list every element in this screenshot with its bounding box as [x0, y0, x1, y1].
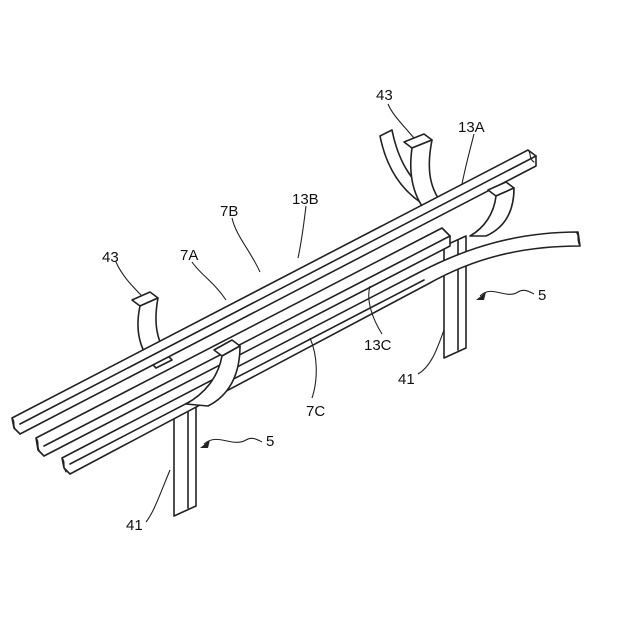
label-5-right: 5	[538, 287, 546, 304]
label-43-left: 43	[102, 249, 119, 266]
label-7A: 7A	[180, 247, 198, 264]
label-13B: 13B	[292, 191, 319, 208]
label-5-left: 5	[266, 433, 274, 450]
label-41-right: 41	[398, 371, 415, 388]
label-41-left: 41	[126, 517, 143, 534]
label-7B: 7B	[220, 203, 238, 220]
support-arrow-left	[200, 438, 262, 448]
label-13C: 13C	[364, 337, 392, 354]
label-7C: 7C	[306, 403, 325, 420]
label-13A: 13A	[458, 119, 485, 136]
label-43-top-right: 43	[376, 87, 393, 104]
support-arrow-right	[476, 290, 534, 300]
